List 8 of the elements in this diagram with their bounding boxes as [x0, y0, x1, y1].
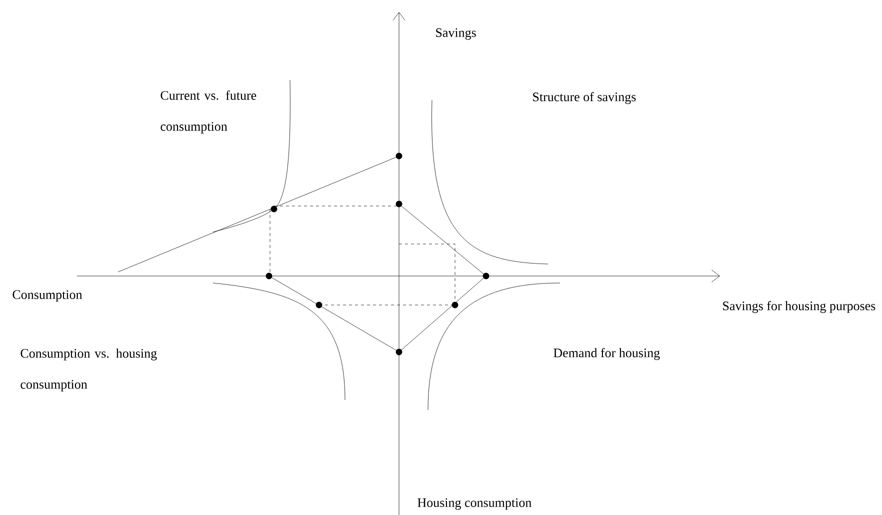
- axis-label: Demand for housing: [554, 348, 660, 360]
- axis-label: Housing consumption: [418, 498, 532, 510]
- axis-label: Savings for housing purposes: [723, 301, 876, 313]
- axis-label: Current vs. future consumption: [160, 90, 256, 134]
- axis-label: Consumption: [12, 290, 82, 302]
- axis-label: Consumption vs. housing consumption: [20, 348, 157, 392]
- axis-label: Savings: [436, 28, 476, 40]
- axis-label: Structure of savings: [533, 92, 636, 104]
